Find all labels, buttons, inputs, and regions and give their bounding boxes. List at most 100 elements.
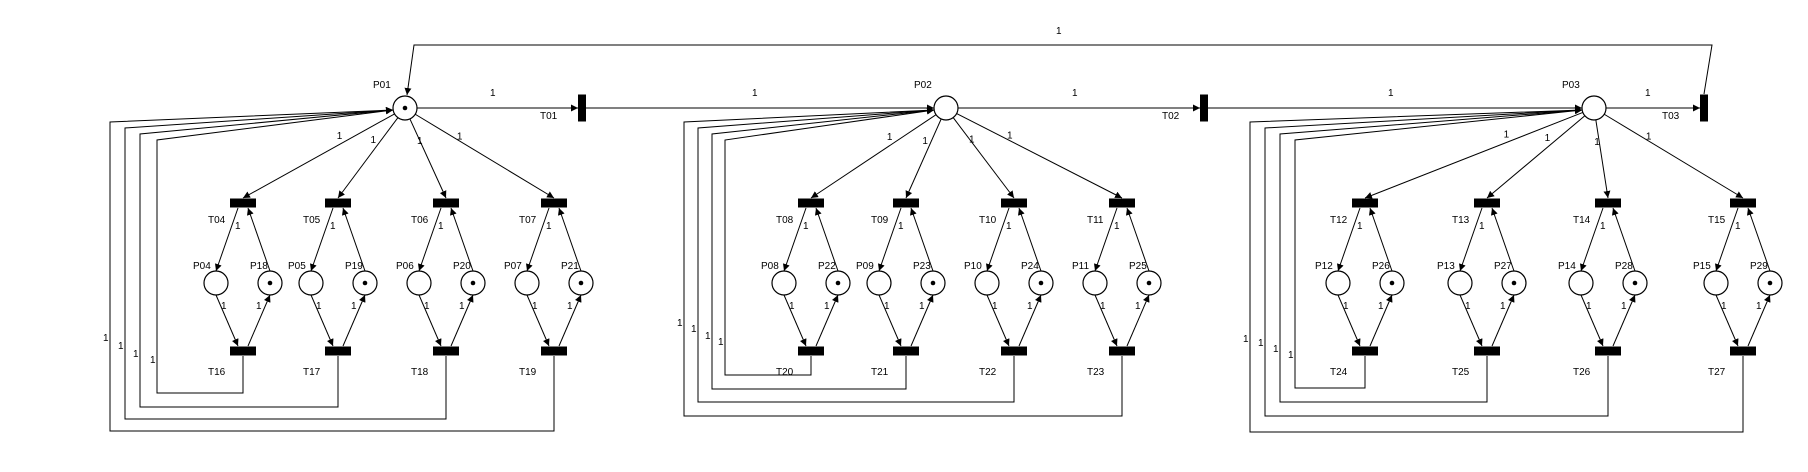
token-p19: [362, 280, 368, 286]
transition-label-t05: T05: [303, 215, 321, 226]
weight-label-t05: 1: [370, 135, 376, 146]
weight-label-t26: 1: [1621, 301, 1627, 312]
transition-t15: [1730, 198, 1756, 208]
transition-t02: [1200, 94, 1208, 122]
arc-t09-p09: [878, 207, 902, 272]
transition-t18: [433, 346, 459, 356]
transition-label-t03: T03: [1662, 111, 1680, 122]
place-label-p29: P29: [1750, 261, 1768, 272]
arc-p03-t13: [1486, 115, 1586, 199]
token-p21: [578, 280, 584, 286]
weight-label-feedback-t20: 1: [718, 337, 724, 348]
transition-t26: [1595, 346, 1621, 356]
weight-label-t09-out: 1: [898, 221, 904, 232]
feedback-arc-t16-p01: [156, 107, 394, 394]
weight-label-t11: 1: [1007, 131, 1013, 142]
weight-label-t15: 1: [1646, 131, 1652, 142]
weight-label-t05-out: 1: [330, 221, 336, 232]
arc-t18-p20: [450, 294, 474, 347]
place-p03: [1581, 95, 1607, 121]
place-label-p10: P10: [964, 261, 982, 272]
place-label-p23: P23: [913, 261, 931, 272]
nodes-layer: [203, 94, 1783, 356]
feedback-arc-t26-p03: [1264, 106, 1609, 417]
transition-t22: [1001, 346, 1027, 356]
place-label-p19: P19: [345, 261, 363, 272]
feedback-arc-t22-p02: [697, 107, 1015, 403]
place-p08: [771, 270, 797, 296]
arc-t20-p22: [815, 294, 839, 347]
weight-label-t10: 1: [969, 135, 975, 146]
transition-label-t06: T06: [411, 215, 429, 226]
weight-label-t25: 1: [1500, 301, 1506, 312]
transition-label-t07: T07: [519, 215, 537, 226]
weight-label-feedback-t22: 1: [691, 324, 697, 335]
arc-t15-p15: [1715, 207, 1739, 272]
place-label-p04: P04: [193, 261, 211, 272]
place-label-p01: P01: [373, 80, 391, 91]
transition-label-t08: T08: [776, 215, 794, 226]
place-label-p25: P25: [1129, 261, 1147, 272]
transition-label-t20: T20: [776, 367, 794, 378]
place-label-p21: P21: [561, 261, 579, 272]
transition-t17: [325, 346, 351, 356]
weight-label-t01-p02: 1: [752, 88, 758, 99]
transition-t21: [893, 346, 919, 356]
token-p25: [1146, 280, 1152, 286]
token-p01: [402, 105, 408, 111]
arc-t03-p01: [404, 44, 1713, 96]
transition-label-t14: T14: [1573, 215, 1591, 226]
transition-t27: [1730, 346, 1756, 356]
token-p26: [1389, 280, 1395, 286]
transition-label-t25: T25: [1452, 367, 1470, 378]
token-p18: [267, 280, 273, 286]
arc-p27-t13: [1491, 207, 1515, 272]
weight-label-p01-t01: 1: [490, 88, 496, 99]
weight-label-feedback-t21: 1: [705, 331, 711, 342]
arc-p04-t16: [215, 294, 239, 347]
place-p15: [1703, 270, 1729, 296]
feedback-arc-t23-p02: [683, 106, 1123, 417]
arc-p03-t12: [1364, 111, 1584, 199]
arc-p03-t14: [1595, 119, 1611, 199]
place-p11: [1082, 270, 1108, 296]
weight-label-t06: 1: [417, 136, 423, 147]
token-p27: [1511, 280, 1517, 286]
weight-label-p12: 1: [1343, 301, 1349, 312]
weight-label-t12: 1: [1504, 130, 1510, 141]
transition-label-t16: T16: [208, 367, 226, 378]
weight-label-t16: 1: [256, 301, 262, 312]
weight-label-feedback-t16: 1: [150, 355, 156, 366]
weight-label-p14: 1: [1586, 301, 1592, 312]
arc-t17-p19: [342, 294, 366, 347]
weight-label-p15: 1: [1721, 301, 1727, 312]
feedback-arc-t27-p03: [1249, 106, 1744, 433]
weight-label-t07: 1: [457, 131, 463, 142]
arc-p06-t18: [418, 294, 442, 347]
weight-label-p05: 1: [316, 301, 322, 312]
arc-p28-t14: [1612, 207, 1636, 272]
arc-p01-t05: [337, 117, 399, 199]
transition-label-t22: T22: [979, 367, 997, 378]
place-label-p18: P18: [250, 261, 268, 272]
weight-label-t09: 1: [922, 136, 928, 147]
arc-p02-t11: [956, 113, 1123, 199]
token-p28: [1632, 280, 1638, 286]
weight-label-t15-out: 1: [1735, 221, 1741, 232]
arc-p01-t07: [414, 113, 555, 199]
place-p10: [974, 270, 1000, 296]
place-label-p28: P28: [1615, 261, 1633, 272]
arc-p01-t04: [242, 113, 395, 199]
arc-t08-p08: [783, 207, 807, 272]
arc-p20-t06: [450, 207, 474, 272]
transition-t10: [1001, 198, 1027, 208]
arc-p21-t07: [558, 207, 582, 272]
arc-p19-t05: [342, 207, 366, 272]
place-p06: [406, 270, 432, 296]
transition-label-t27: T27: [1708, 367, 1726, 378]
feedback-arc-t18-p01: [124, 106, 447, 420]
weight-label-feedback-t17: 1: [133, 349, 139, 360]
arc-t05-p05: [310, 207, 334, 272]
arc-t06-p06: [418, 207, 442, 272]
